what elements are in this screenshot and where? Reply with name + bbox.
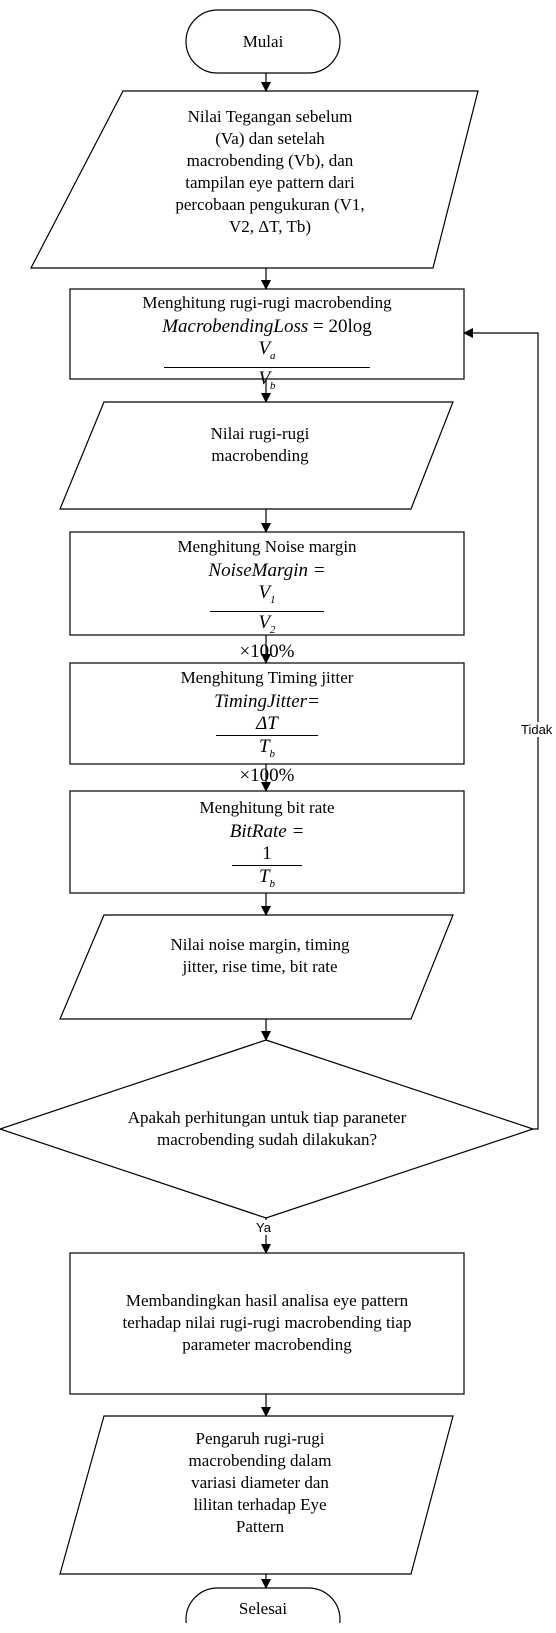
compare-process	[69, 1252, 465, 1395]
noise-fraction: V1 V2	[210, 582, 324, 641]
calc-jitter-process	[69, 662, 465, 765]
timing-jitter-formula: TimingJitter= ΔT Tb ×100%	[214, 691, 320, 786]
start-terminator	[185, 9, 341, 74]
no-label: Tidak	[520, 722, 554, 737]
calc-noise-text: Menghitung Noise margin NoiseMargin = V1…	[70, 536, 464, 663]
input-line: Nilai Tegangan sebelum	[187, 107, 353, 126]
input-line: percobaan pengukuran (V1,	[175, 195, 365, 214]
jitter-fraction: ΔT Tb	[216, 713, 318, 765]
effect-text: Pengaruh rugi-rugi macrobending dalam va…	[188, 1429, 332, 1536]
loss-fraction: Va Vb	[164, 338, 370, 397]
macrobending-loss-formula: MacrobendingLoss = 20log Va Vb	[162, 316, 372, 397]
calc-jitter-title: Menghitung Timing jitter	[180, 668, 354, 687]
bitrate-fraction: 1 Tb	[231, 843, 303, 895]
results-data-shape	[59, 914, 454, 1020]
input-line: tampilan eye pattern dari	[185, 173, 355, 192]
loss-value-text: Nilai rugi-rugi macrobending	[210, 424, 310, 465]
input-line: macrobending (Vb), dan	[186, 151, 354, 170]
input-text: Nilai Tegangan sebelum (Va) dan setelah …	[120, 106, 420, 238]
input-line: (Va) dan setelah	[215, 129, 325, 148]
end-label: Selesai	[238, 1599, 288, 1618]
calc-loss-text: Menghitung rugi-rugi macrobending Macrob…	[70, 292, 464, 397]
yes-label: Ya	[255, 1220, 272, 1235]
calc-bitrate-title: Menghitung bit rate	[199, 798, 335, 817]
calc-bitrate-process	[69, 790, 465, 894]
results-text: Nilai noise margin, timing jitter, rise …	[170, 935, 350, 976]
calc-jitter-text: Menghitung Timing jitter TimingJitter= Δ…	[70, 667, 464, 787]
noise-margin-formula: NoiseMargin = V1 V2 ×100%	[208, 560, 326, 662]
calc-noise-title: Menghitung Noise margin	[177, 537, 357, 556]
bit-rate-formula: BitRate = 1 Tb	[230, 821, 305, 895]
loss-value-data-shape	[59, 401, 454, 510]
calc-loss-process	[69, 288, 465, 380]
calc-noise-process	[69, 531, 465, 636]
calc-loss-title: Menghitung rugi-rugi macrobending	[142, 293, 392, 312]
decision-text: Apakah perhitungan untuk tiap paraneter …	[127, 1108, 407, 1149]
calc-bitrate-text: Menghitung bit rate BitRate = 1 Tb	[70, 797, 464, 895]
input-data-shape	[30, 90, 479, 269]
start-label: Mulai	[242, 31, 284, 51]
effect-data-shape	[59, 1415, 454, 1575]
input-line: V2, ΔT, Tb)	[228, 217, 312, 236]
compare-text: Membandingkan hasil analisa eye pattern …	[122, 1291, 412, 1354]
